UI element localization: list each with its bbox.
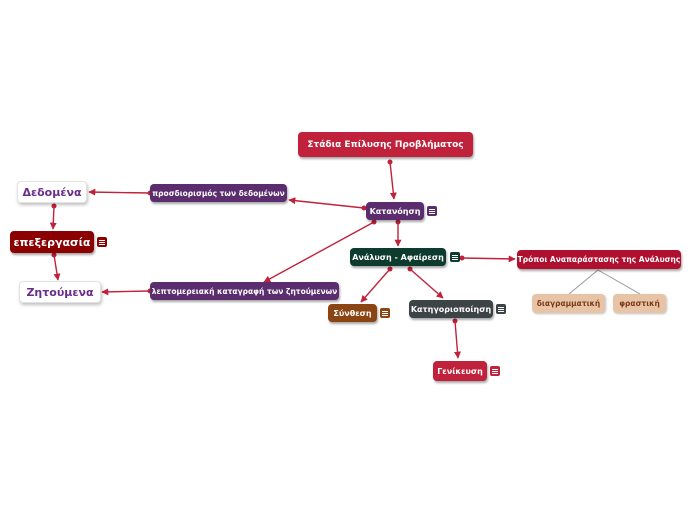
- node-epexergasia[interactable]: επεξεργασία: [10, 231, 94, 253]
- node-synthesi-label: Σύνθεση: [333, 308, 372, 318]
- link-leptomereiaki-zitoumena: [101, 288, 151, 296]
- link-kategoriopoiisi-genikeusi: [454, 320, 461, 359]
- node-prosdiorismos-label: προσδιορισμός των δεδομένων: [152, 188, 285, 198]
- node-synthesi[interactable]: Σύνθεση: [328, 304, 377, 322]
- node-frastiki[interactable]: φραστική: [613, 294, 666, 313]
- link-tropoi-frastiki: [597, 269, 641, 295]
- node-kategoriopoiisi-label: Κατηγοριοποίηση: [410, 304, 492, 314]
- node-tropoi[interactable]: Τρόποι Αναπαράστασης της Ανάλυσης: [517, 250, 681, 269]
- node-leptomereiaki[interactable]: λεπτομερειακή καταγραφή των ζητούμενων: [150, 282, 339, 300]
- note-icon[interactable]: [496, 304, 506, 314]
- node-dedomena-label: Δεδομένα: [22, 185, 82, 199]
- node-diagrammatiki[interactable]: διαγραμματική: [532, 294, 605, 313]
- link-prosdiorismos-dedomena: [88, 188, 151, 196]
- node-title[interactable]: Στάδια Επίλυσης Προβλήματος: [298, 132, 473, 157]
- link-analysi-tropoi: [461, 255, 516, 263]
- link-epexergasia-zitoumena: [53, 254, 61, 281]
- link-title-katanoisi: [389, 161, 397, 200]
- node-genikeusi-label: Γενίκευση: [437, 366, 483, 376]
- node-tropoi-label: Τρόποι Αναπαράστασης της Ανάλυσης: [517, 255, 681, 264]
- node-analysi-label: Ανάλυση - Αφαίρεση: [352, 252, 444, 262]
- node-epexergasia-label: επεξεργασία: [13, 235, 91, 249]
- node-leptomereiaki-label: λεπτομερειακή καταγραφή των ζητούμενων: [151, 286, 338, 296]
- node-diagrammatiki-label: διαγραμματική: [536, 299, 601, 308]
- note-icon[interactable]: [450, 252, 460, 262]
- note-icon[interactable]: [490, 366, 500, 376]
- node-katanoisi[interactable]: Κατανόηση: [366, 202, 424, 220]
- link-katanoisi-leptomereiaki: [263, 221, 375, 283]
- node-genikeusi[interactable]: Γενίκευση: [433, 361, 487, 381]
- node-title-label: Στάδια Επίλυσης Προβλήματος: [307, 139, 464, 150]
- node-analysi[interactable]: Ανάλυση - Αφαίρεση: [350, 248, 446, 266]
- node-dedomena[interactable]: Δεδομένα: [17, 181, 87, 203]
- note-icon[interactable]: [427, 206, 437, 216]
- node-zitoumena[interactable]: Ζητούμενα: [19, 281, 101, 303]
- note-icon[interactable]: [380, 308, 390, 318]
- link-tropoi-diagrammatiki: [568, 269, 599, 295]
- link-katanoisi-prosdiorismos: [288, 197, 365, 209]
- node-prosdiorismos[interactable]: προσδιορισμός των δεδομένων: [150, 184, 287, 202]
- node-katanoisi-label: Κατανόηση: [369, 206, 421, 216]
- link-analysi-kategoriopoiisi: [409, 268, 444, 299]
- node-zitoumena-label: Ζητούμενα: [26, 285, 94, 299]
- node-frastiki-label: φραστική: [619, 299, 660, 308]
- node-kategoriopoiisi[interactable]: Κατηγοριοποίηση: [409, 300, 493, 318]
- link-analysi-synthesi: [360, 268, 391, 303]
- link-dedomena-epexergasia: [49, 205, 57, 230]
- note-icon[interactable]: [97, 237, 107, 247]
